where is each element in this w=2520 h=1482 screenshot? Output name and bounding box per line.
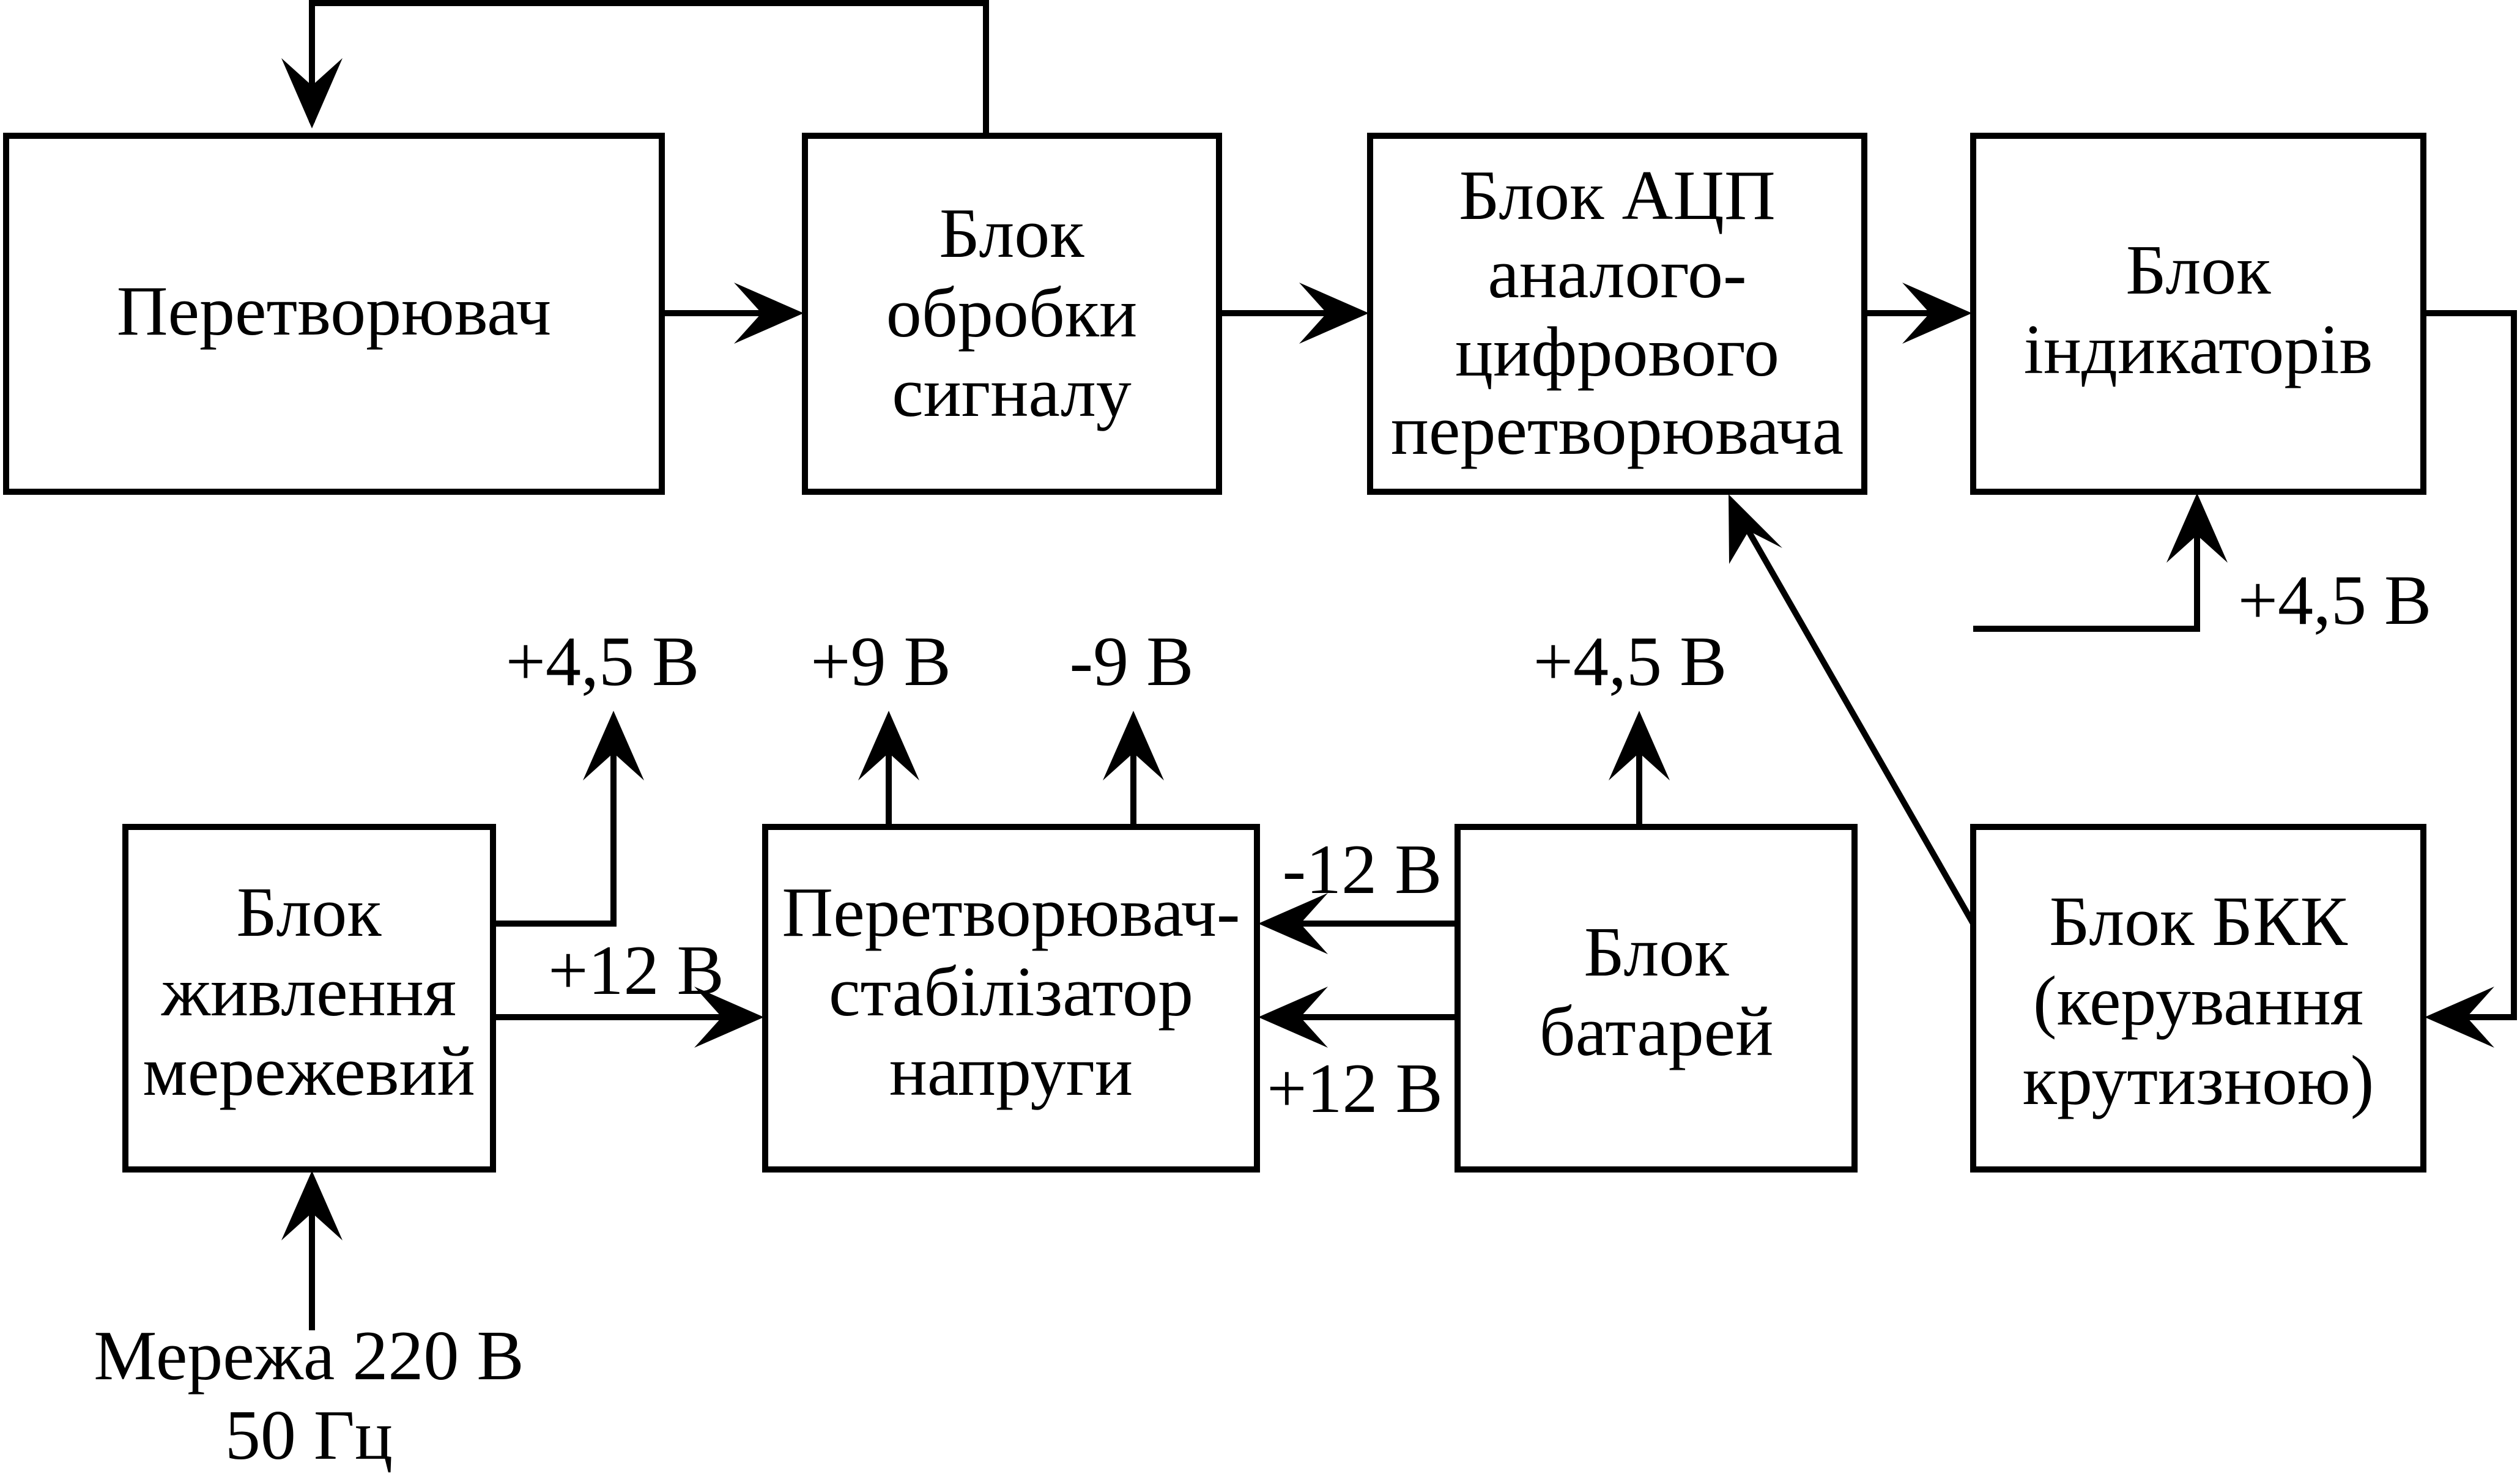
- bkk-label-2: (керування: [2033, 962, 2363, 1040]
- indicators-supply-line: [1973, 508, 2200, 632]
- indicators-to-bkk-arrowhead: [2425, 987, 2494, 1048]
- processing-to-adc-arrowhead: [1299, 283, 1369, 344]
- mains-input-label-1: Мережа 220 В: [94, 1317, 524, 1395]
- indicators-label-2: індикаторів: [2024, 311, 2373, 389]
- mains-input-label-2: 50 Гц: [225, 1396, 393, 1475]
- adc-block: [1367, 133, 1867, 495]
- converter-block: [3, 133, 665, 495]
- battery-m12-arrowhead: [1258, 893, 1328, 954]
- signal-processing-label-1: Блок: [939, 195, 1084, 273]
- voltage-stabilizer-label-2: стабілізатор: [829, 953, 1193, 1031]
- indicators-to-bkk-line: [2423, 310, 2517, 1020]
- voltage-stabilizer-label-1: Перетворювач-: [782, 873, 1240, 952]
- mains-12-label: +12 В: [548, 932, 724, 1010]
- adc-label-1: Блок АЦП: [1459, 157, 1776, 235]
- mains-supply-label-1: Блок: [236, 873, 382, 952]
- stab-m9-label: -9 В: [1070, 623, 1194, 701]
- battery-m12-label: -12 В: [1283, 831, 1442, 909]
- feedback-line: [309, 0, 989, 136]
- voltage-stabilizer-label-3: напруги: [889, 1032, 1133, 1111]
- mains-input-arrowhead: [281, 1171, 343, 1240]
- mains-45-line: [493, 725, 617, 927]
- adc-label-2: аналого-: [1488, 235, 1746, 313]
- battery-45-arrowhead: [1609, 711, 1670, 780]
- battery-p12-label: +12 В: [1267, 1050, 1443, 1128]
- indicators-45-label: +4,5 В: [2238, 561, 2432, 640]
- batteries-label-2: батарей: [1540, 993, 1774, 1071]
- mains-supply-block: [122, 824, 496, 1173]
- stab-m9-arrowhead: [1103, 711, 1164, 780]
- stab-p9-arrowhead: [858, 711, 919, 780]
- indicators-supply-arrowhead: [2166, 493, 2228, 563]
- bkk-block: [1970, 824, 2426, 1173]
- feedback-arrowhead: [281, 58, 343, 128]
- adc-to-indicators-arrowhead: [1902, 283, 1972, 344]
- batteries-block: [1455, 824, 1858, 1173]
- voltage-stabilizer-block: [762, 824, 1260, 1173]
- adc-label-3: цифрового: [1455, 313, 1779, 391]
- indicators-block: [1970, 133, 2426, 495]
- battery-p12-arrowhead: [1258, 987, 1328, 1048]
- signal-processing-label-3: сигналу: [892, 354, 1132, 432]
- batteries-label-1: Блок: [1584, 913, 1729, 991]
- mains-12-arrowhead: [694, 987, 764, 1048]
- bkk-label-1: Блок БКК: [2049, 883, 2348, 961]
- bkk-to-adc-line: [1733, 507, 1976, 925]
- converter-label: Перетворювач: [117, 272, 552, 350]
- battery-45-label: +4,5 В: [1533, 623, 1727, 701]
- signal-processing-block: [802, 133, 1222, 495]
- adc-label-4: перетворювача: [1391, 391, 1844, 470]
- mains-supply-label-3: мережевий: [143, 1032, 475, 1111]
- stab-p9-label: +9 В: [810, 623, 951, 701]
- indicators-label-1: Блок: [2125, 231, 2271, 309]
- mains-supply-label-2: живлення: [161, 953, 456, 1031]
- bkk-label-3: крутизною): [2023, 1042, 2374, 1120]
- mains-45-label: +4,5 В: [506, 623, 700, 701]
- converter-to-processing-arrowhead: [734, 283, 804, 344]
- mains-45-arrowhead: [583, 711, 644, 780]
- signal-processing-label-2: обробки: [886, 274, 1137, 352]
- bkk-to-adc-arrowhead: [1729, 494, 1782, 564]
